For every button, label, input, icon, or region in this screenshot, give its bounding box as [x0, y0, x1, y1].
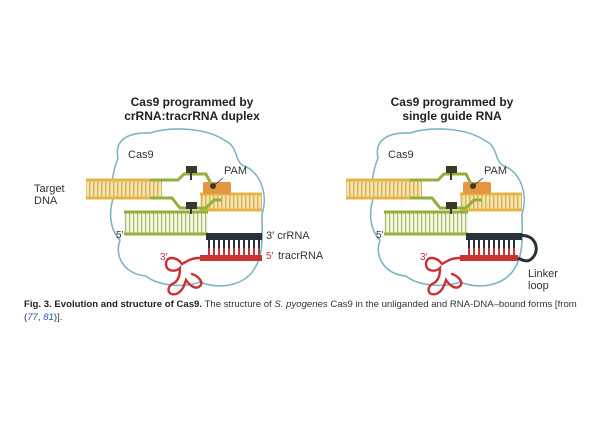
- panel-2-title-line2: single guide RNA: [402, 109, 502, 123]
- linker-loop: [517, 234, 538, 263]
- pam-label-2: PAM: [484, 165, 508, 177]
- caption-text-1: The structure of: [202, 299, 275, 310]
- caption-ref-77[interactable]: 77: [27, 312, 38, 323]
- caption-ref-81[interactable]: 81: [43, 312, 54, 323]
- dna-ladder-left-2: [346, 180, 422, 198]
- rna-dna-duplex-2: [384, 212, 468, 234]
- pam-box: [203, 182, 231, 194]
- panel-1-graphic: [86, 128, 265, 296]
- cleavage-marker-top-2: [446, 166, 457, 180]
- caption-heading: Fig. 3. Evolution and structure of Cas9.: [24, 299, 203, 310]
- caption-species: S. pyogenes: [274, 299, 328, 310]
- panel-2-title-line1: Cas9 programmed by: [390, 95, 514, 109]
- pam-pointer: [212, 177, 224, 187]
- caption-text-3: )].: [53, 312, 63, 323]
- crrna-bar: [206, 233, 262, 248]
- cleavage-marker-bottom: [186, 202, 197, 214]
- target-label-line2: DNA: [34, 195, 58, 207]
- tracrrna-bar: [200, 248, 262, 261]
- cas9-label-1: Cas9: [128, 149, 154, 161]
- linker-loop-label: Linker loop: [528, 268, 558, 292]
- tracrrna-label: tracrRNA: [278, 250, 324, 262]
- linker-line2: loop: [528, 280, 549, 292]
- panel-1-title-line1: Cas9 programmed by: [130, 95, 254, 109]
- cleavage-marker-top: [186, 166, 197, 180]
- dna-ladder-right-2: [460, 194, 522, 210]
- pam-label-1: PAM: [224, 165, 248, 177]
- panel-1-title-line2: crRNA:tracrRNA duplex: [124, 109, 260, 123]
- target-label-line1: Target: [34, 183, 65, 195]
- panel-1-title: Cas9 programmed by crRNA:tracrRNA duplex: [92, 95, 292, 123]
- tracrrna-stem-loops: [164, 256, 203, 296]
- five-prime-dna-2: 5′: [376, 230, 384, 241]
- tracr-five-prime: 5′: [266, 251, 274, 262]
- caption-text-2: Cas9 in the unliganded and RNA-DNA–bound…: [24, 299, 577, 323]
- pam-box-2: [463, 182, 491, 194]
- figure-caption: Fig. 3. Evolution and structure of Cas9.…: [24, 298, 584, 324]
- panel-2-graphic: [346, 128, 538, 296]
- pam-pointer-2: [472, 177, 484, 187]
- target-dna-label: Target DNA: [34, 183, 65, 207]
- five-prime-dna-1: 5′: [116, 230, 124, 241]
- three-prime-tracr-1: 3′: [160, 252, 168, 263]
- crrna-label: 3′ crRNA: [266, 230, 310, 242]
- cas9-label-2: Cas9: [388, 149, 414, 161]
- dna-ladder-right: [200, 194, 262, 210]
- cas9-figure: [86, 128, 538, 296]
- sgrna-scaffold-bar: [460, 248, 518, 261]
- dna-ladder-left: [86, 180, 162, 198]
- caption-sep: ,: [37, 312, 44, 323]
- sgrna-stem-loops: [424, 256, 463, 296]
- cleavage-marker-bottom-2: [446, 202, 457, 214]
- panel-2-title: Cas9 programmed by single guide RNA: [352, 95, 552, 123]
- linker-line1: Linker: [528, 268, 558, 280]
- crrna-bar-2: [466, 233, 522, 248]
- three-prime-sgrna: 3′: [420, 252, 428, 263]
- rna-dna-duplex: [124, 212, 208, 234]
